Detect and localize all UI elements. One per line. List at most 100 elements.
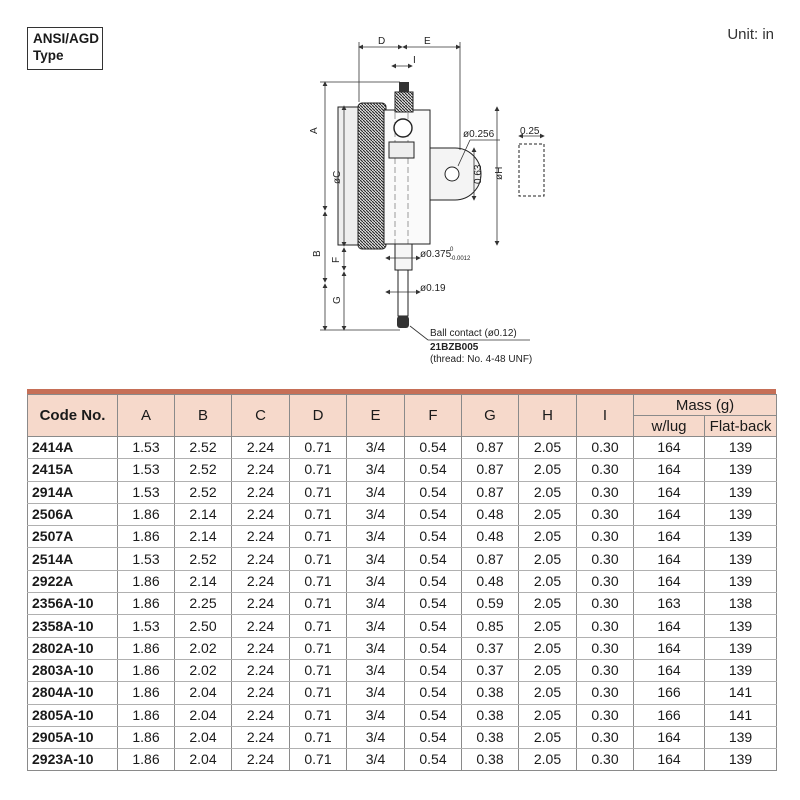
header-c: C (231, 394, 290, 437)
cell-h: 2.05 (518, 547, 577, 571)
header-h: H (518, 394, 577, 437)
cell-i: 0.30 (576, 659, 634, 683)
cell-code: 2358A-10 (27, 614, 118, 638)
cell-i: 0.30 (576, 704, 634, 727)
cell-b: 2.50 (174, 614, 232, 638)
cell-e: 3/4 (346, 592, 405, 616)
cell-f: 0.54 (404, 726, 462, 750)
cell-e: 3/4 (346, 637, 405, 660)
cell-mass-lug: 164 (633, 525, 705, 549)
cell-f: 0.54 (404, 704, 462, 727)
dim-label-a: A (309, 127, 320, 134)
cell-a: 1.53 (117, 436, 175, 460)
cell-c: 2.24 (231, 726, 290, 750)
cell-g: 0.48 (461, 525, 519, 549)
cell-d: 0.71 (289, 681, 347, 705)
cell-h: 2.05 (518, 458, 577, 482)
cell-c: 2.24 (231, 614, 290, 638)
cell-e: 3/4 (346, 525, 405, 549)
cell-b: 2.14 (174, 525, 232, 549)
cell-mass-lug: 163 (633, 592, 705, 616)
cell-g: 0.37 (461, 659, 519, 683)
cell-d: 0.71 (289, 503, 347, 527)
dim-label-c: øC (332, 171, 343, 184)
lug-thickness-label: 0.25 (520, 126, 540, 137)
dim-label-f: F (331, 257, 342, 263)
cell-b: 2.14 (174, 503, 232, 527)
cell-f: 0.54 (404, 637, 462, 660)
cell-code: 2414A (27, 436, 118, 460)
cell-d: 0.71 (289, 659, 347, 683)
cell-h: 2.05 (518, 570, 577, 594)
cell-g: 0.38 (461, 681, 519, 705)
cell-mass-lug: 164 (633, 458, 705, 482)
cell-h: 2.05 (518, 436, 577, 460)
cell-e: 3/4 (346, 614, 405, 638)
cell-code: 2803A-10 (27, 659, 118, 683)
cell-code: 2923A-10 (27, 748, 118, 772)
header-mass-flat: Flat-back (704, 415, 777, 437)
cell-i: 0.30 (576, 748, 634, 772)
cell-a: 1.86 (117, 659, 175, 683)
cell-i: 0.30 (576, 592, 634, 616)
cell-b: 2.02 (174, 637, 232, 660)
cell-c: 2.24 (231, 481, 290, 504)
cell-g: 0.87 (461, 547, 519, 571)
type-box: ANSI/AGD Type (27, 27, 103, 70)
cell-e: 3/4 (346, 570, 405, 594)
cell-i: 0.30 (576, 614, 634, 638)
cell-f: 0.54 (404, 503, 462, 527)
cell-f: 0.54 (404, 614, 462, 638)
cell-mass-flat: 139 (704, 614, 777, 638)
cell-mass-lug: 164 (633, 726, 705, 750)
cell-code: 2415A (27, 458, 118, 482)
cell-e: 3/4 (346, 659, 405, 683)
cell-i: 0.30 (576, 525, 634, 549)
cell-a: 1.53 (117, 614, 175, 638)
cell-c: 2.24 (231, 547, 290, 571)
header-f: F (404, 394, 462, 437)
cell-c: 2.24 (231, 570, 290, 594)
cell-h: 2.05 (518, 614, 577, 638)
cell-b: 2.04 (174, 704, 232, 727)
cell-g: 0.38 (461, 726, 519, 750)
cell-i: 0.30 (576, 726, 634, 750)
cell-mass-lug: 164 (633, 570, 705, 594)
cell-d: 0.71 (289, 748, 347, 772)
cell-a: 1.53 (117, 458, 175, 482)
cell-d: 0.71 (289, 436, 347, 460)
cell-a: 1.86 (117, 570, 175, 594)
cell-i: 0.30 (576, 547, 634, 571)
cell-d: 0.71 (289, 614, 347, 638)
cell-d: 0.71 (289, 592, 347, 616)
stem-tol-upper: 0 (450, 247, 454, 253)
cell-mass-lug: 166 (633, 681, 705, 705)
header-a: A (117, 394, 175, 437)
lug-side-view (518, 143, 545, 197)
header-i: I (576, 394, 634, 437)
header-d: D (289, 394, 347, 437)
cell-a: 1.53 (117, 547, 175, 571)
cell-f: 0.54 (404, 748, 462, 772)
cell-c: 2.24 (231, 503, 290, 527)
cell-a: 1.86 (117, 592, 175, 616)
cell-d: 0.71 (289, 547, 347, 571)
cell-mass-flat: 139 (704, 726, 777, 750)
cell-a: 1.86 (117, 503, 175, 527)
cell-c: 2.24 (231, 436, 290, 460)
cell-mass-flat: 139 (704, 436, 777, 460)
cell-mass-flat: 139 (704, 481, 777, 504)
cell-i: 0.30 (576, 681, 634, 705)
cell-i: 0.30 (576, 481, 634, 504)
cell-code: 2922A (27, 570, 118, 594)
body-shape (337, 82, 482, 328)
cell-g: 0.87 (461, 436, 519, 460)
cell-c: 2.24 (231, 525, 290, 549)
cell-b: 2.25 (174, 592, 232, 616)
